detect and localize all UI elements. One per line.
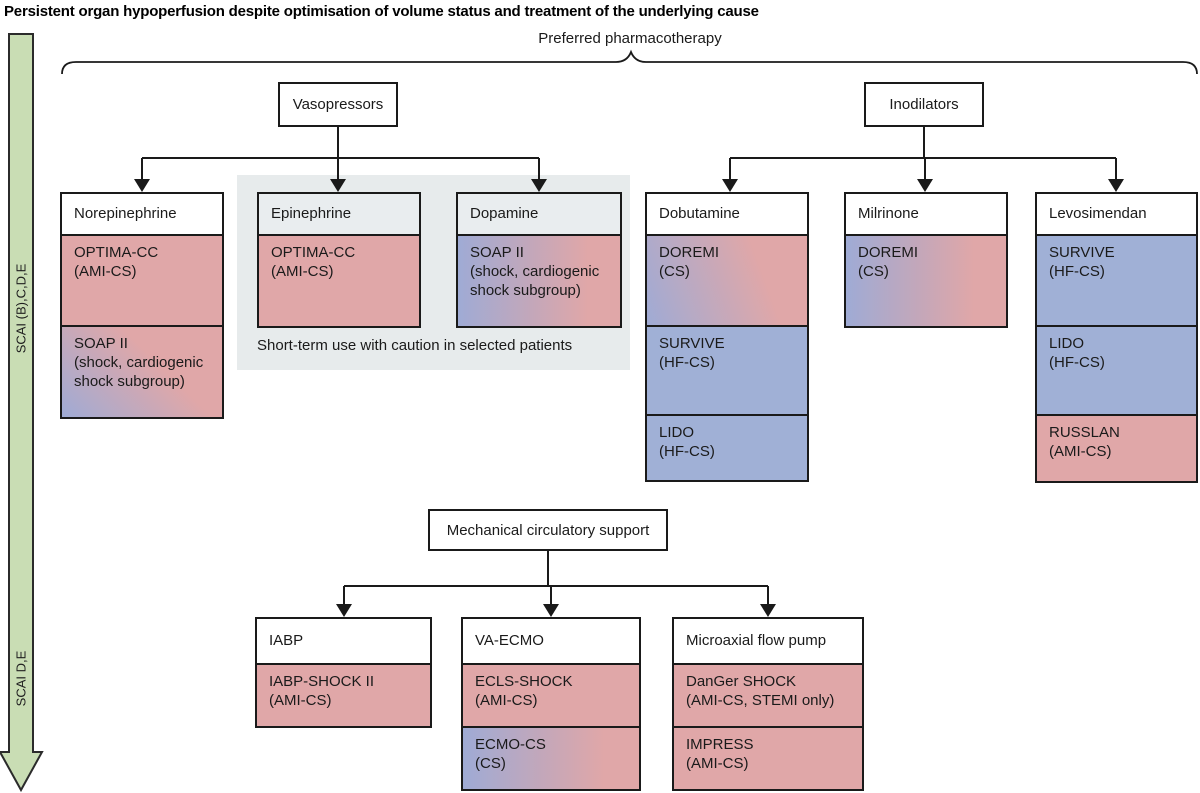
trial-population: (shock, cardiogenic shock subgroup)	[74, 354, 204, 391]
trial-name: RUSSLAN	[1049, 424, 1120, 441]
trial-cell: OPTIMA-CC (AMI-CS)	[259, 234, 419, 326]
trial-name: DanGer SHOCK	[686, 673, 797, 690]
figure-title: Persistent organ hypoperfusion despite o…	[4, 3, 759, 20]
trial-population: (HF-CS)	[1049, 263, 1105, 281]
inodilators-node: Inodilators	[864, 82, 984, 127]
trial-name: IMPRESS	[686, 736, 754, 753]
column-levosimendan: Levosimendan SURVIVE (HF-CS) LIDO (HF-CS…	[1035, 192, 1198, 483]
device-header: VA-ECMO	[463, 619, 639, 663]
trial-population: (HF-CS)	[1049, 354, 1105, 372]
column-dopamine: Dopamine SOAP II (shock, cardiogenic sho…	[456, 192, 622, 328]
trial-population: (AMI-CS)	[475, 692, 538, 710]
device-header: IABP	[257, 619, 430, 663]
drug-header: Milrinone	[846, 194, 1006, 234]
scai-stage-label-upper: SCAI (B),C,D,E	[13, 263, 29, 354]
trial-cell: SOAP II (shock, cardiogenic shock subgro…	[62, 325, 222, 417]
trial-cell: SOAP II (shock, cardiogenic shock subgro…	[458, 234, 620, 326]
column-iabp: IABP IABP-SHOCK II (AMI-CS)	[255, 617, 432, 728]
trial-population: (HF-CS)	[659, 354, 715, 372]
tree-lines	[141, 127, 1117, 605]
trial-population: (AMI-CS, STEMI only)	[686, 692, 835, 710]
trial-name: OPTIMA-CC	[74, 244, 159, 261]
trial-population: (CS)	[858, 263, 889, 281]
trial-name: LIDO	[1049, 335, 1085, 352]
trial-name: ECMO-CS	[475, 736, 546, 753]
drug-header: Norepinephrine	[62, 194, 222, 234]
trial-name: DOREMI	[659, 244, 719, 261]
trial-name: OPTIMA-CC	[271, 244, 356, 261]
trial-cell: RUSSLAN (AMI-CS)	[1037, 414, 1196, 481]
column-epinephrine: Epinephrine OPTIMA-CC (AMI-CS)	[257, 192, 421, 328]
trial-name: SOAP II	[470, 244, 524, 261]
trial-cell: SURVIVE (HF-CS)	[1037, 234, 1196, 325]
trial-population: (HF-CS)	[659, 443, 715, 461]
trial-name: SOAP II	[74, 335, 128, 352]
trial-name: LIDO	[659, 424, 695, 441]
trial-cell: DanGer SHOCK (AMI-CS, STEMI only)	[674, 663, 862, 726]
column-microaxial-flow-pump: Microaxial flow pump DanGer SHOCK (AMI-C…	[672, 617, 864, 791]
trial-cell: OPTIMA-CC (AMI-CS)	[62, 234, 222, 325]
trial-population: (CS)	[475, 755, 506, 773]
trial-cell: DOREMI (CS)	[647, 234, 807, 325]
trial-population: (AMI-CS)	[271, 263, 334, 281]
trial-cell: ECLS-SHOCK (AMI-CS)	[463, 663, 639, 726]
column-va-ecmo: VA-ECMO ECLS-SHOCK (AMI-CS) ECMO-CS (CS)	[461, 617, 641, 791]
trial-population: (CS)	[659, 263, 690, 281]
trial-cell: LIDO (HF-CS)	[647, 414, 807, 480]
arrowhead-icons	[134, 179, 1124, 617]
trial-cell: IMPRESS (AMI-CS)	[674, 726, 862, 789]
column-milrinone: Milrinone DOREMI (CS)	[844, 192, 1008, 328]
preferred-pharmacotherapy-label: Preferred pharmacotherapy	[538, 30, 722, 47]
caution-note: Short-term use with caution in selected …	[257, 337, 573, 354]
drug-header: Levosimendan	[1037, 194, 1196, 234]
trial-cell: ECMO-CS (CS)	[463, 726, 639, 789]
scai-stage-label-lower: SCAI D,E	[13, 650, 29, 707]
trial-name: ECLS-SHOCK	[475, 673, 573, 690]
drug-header: Dobutamine	[647, 194, 807, 234]
trial-name: SURVIVE	[1049, 244, 1115, 261]
column-norepinephrine: Norepinephrine OPTIMA-CC (AMI-CS) SOAP I…	[60, 192, 224, 419]
trial-population: (AMI-CS)	[686, 755, 749, 773]
scai-severity-arrow	[0, 33, 44, 793]
trial-name: IABP-SHOCK II	[269, 673, 375, 690]
trial-cell: LIDO (HF-CS)	[1037, 325, 1196, 414]
trial-cell: IABP-SHOCK II (AMI-CS)	[257, 663, 430, 726]
preferred-pharmacotherapy-brace	[61, 49, 1198, 75]
trial-cell: DOREMI (CS)	[846, 234, 1006, 326]
drug-header: Epinephrine	[259, 194, 419, 234]
trial-name: DOREMI	[858, 244, 918, 261]
trial-population: (AMI-CS)	[269, 692, 332, 710]
trial-population: (shock, cardiogenic shock subgroup)	[470, 263, 600, 300]
vasopressors-node: Vasopressors	[278, 82, 398, 127]
drug-header: Dopamine	[458, 194, 620, 234]
device-header: Microaxial flow pump	[674, 619, 862, 663]
trial-population: (AMI-CS)	[74, 263, 137, 281]
trial-population: (AMI-CS)	[1049, 443, 1112, 461]
trial-cell: SURVIVE (HF-CS)	[647, 325, 807, 414]
column-dobutamine: Dobutamine DOREMI (CS) SURVIVE (HF-CS) L…	[645, 192, 809, 482]
mechanical-circulatory-support-node: Mechanical circulatory support	[428, 509, 668, 551]
trial-name: SURVIVE	[659, 335, 725, 352]
